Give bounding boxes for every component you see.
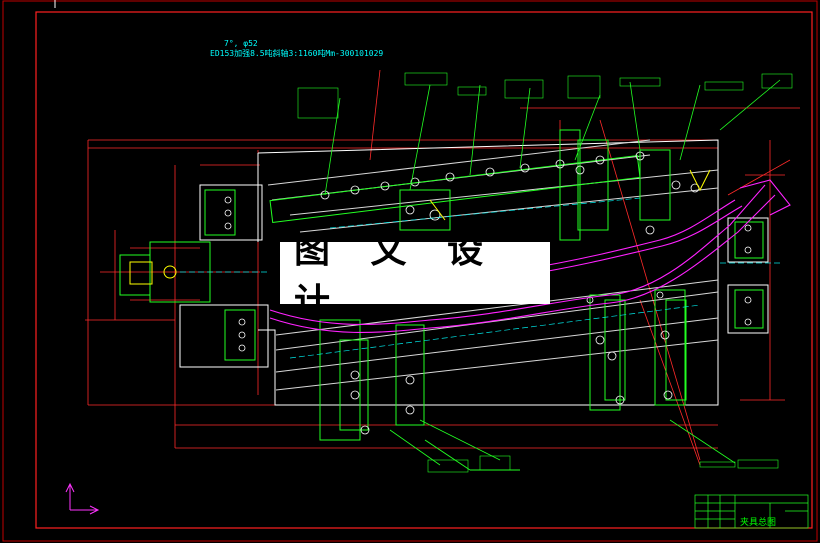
- title-block-drawing-name: 夹具总图: [740, 518, 777, 528]
- title-block: [694, 494, 809, 529]
- bolt-holes: [224, 151, 752, 435]
- centerlines: [180, 197, 780, 359]
- callout-labels: [297, 72, 793, 473]
- technical-note-line-1: 7°, φ52: [224, 39, 258, 48]
- ucs-axis-icon: [65, 482, 100, 515]
- fixture-accents: [129, 169, 711, 285]
- callout-leaders: [324, 79, 781, 466]
- watermark-banner: 图 文 设 计: [280, 229, 550, 323]
- workpiece-profile: [269, 179, 791, 334]
- technical-note-line-2: ED153加强8.5吨斜轴3:1160吨Mm-300101029: [210, 49, 384, 58]
- clamp-components: [119, 129, 764, 471]
- dimension-lines: [85, 69, 800, 466]
